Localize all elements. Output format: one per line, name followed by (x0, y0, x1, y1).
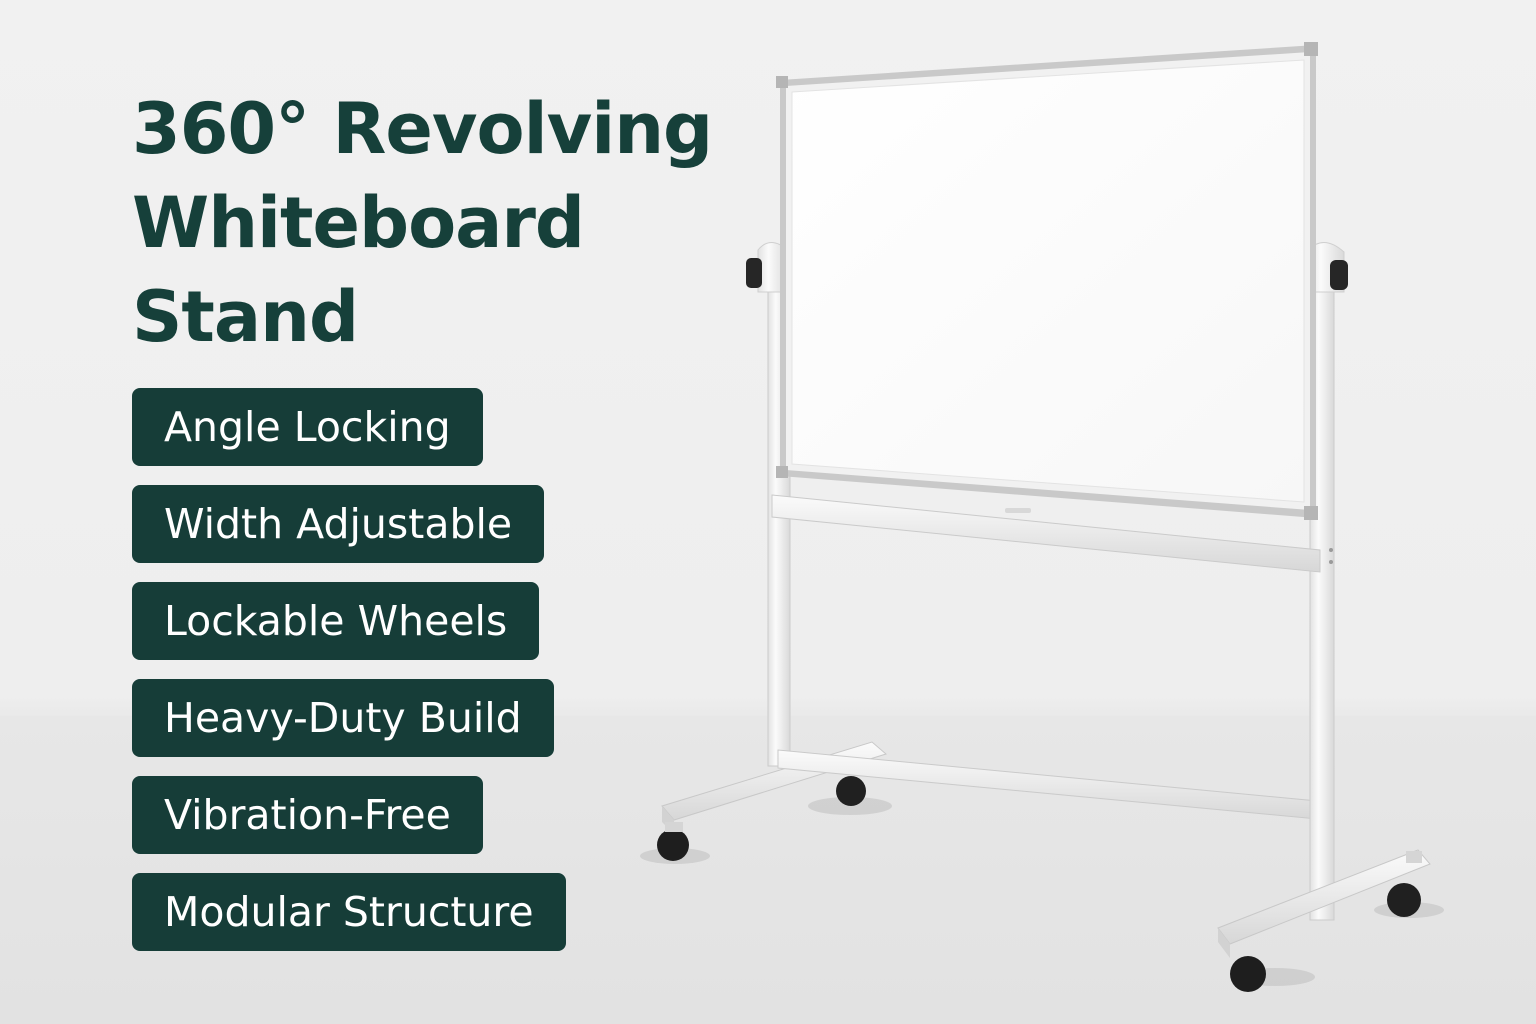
feature-badge-lockable-wheels: Lockable Wheels (132, 582, 540, 660)
whiteboard-stand-illustration (640, 42, 1444, 992)
product-title: 360° Revolving Whiteboard Stand (132, 82, 732, 364)
whiteboard-panel (776, 42, 1318, 520)
product-title-line-2: Whiteboard (132, 182, 585, 264)
feature-badge-vibration-free: Vibration-Free (132, 776, 483, 854)
feature-item: Width Adjustable (132, 485, 692, 582)
base-front-foot (1217, 849, 1431, 992)
floor-background (0, 716, 1536, 1024)
feature-item: Lockable Wheels (132, 582, 692, 679)
feature-list: Angle Locking Width Adjustable Lockable … (132, 388, 692, 970)
product-title-line-3: Stand (132, 276, 359, 358)
feature-badge-modular-structure: Modular Structure (132, 873, 566, 951)
product-title-line-1: 360° Revolving (132, 88, 713, 170)
upper-crossbar (771, 494, 1321, 573)
feature-item: Angle Locking (132, 388, 692, 485)
feature-item: Heavy-Duty Build (132, 679, 692, 776)
feature-badge-width-adjustable: Width Adjustable (132, 485, 545, 563)
feature-item: Vibration-Free (132, 776, 692, 873)
feature-badge-angle-locking: Angle Locking (132, 388, 483, 466)
feature-item: Modular Structure (132, 873, 692, 970)
feature-badge-heavy-duty-build: Heavy-Duty Build (132, 679, 554, 757)
